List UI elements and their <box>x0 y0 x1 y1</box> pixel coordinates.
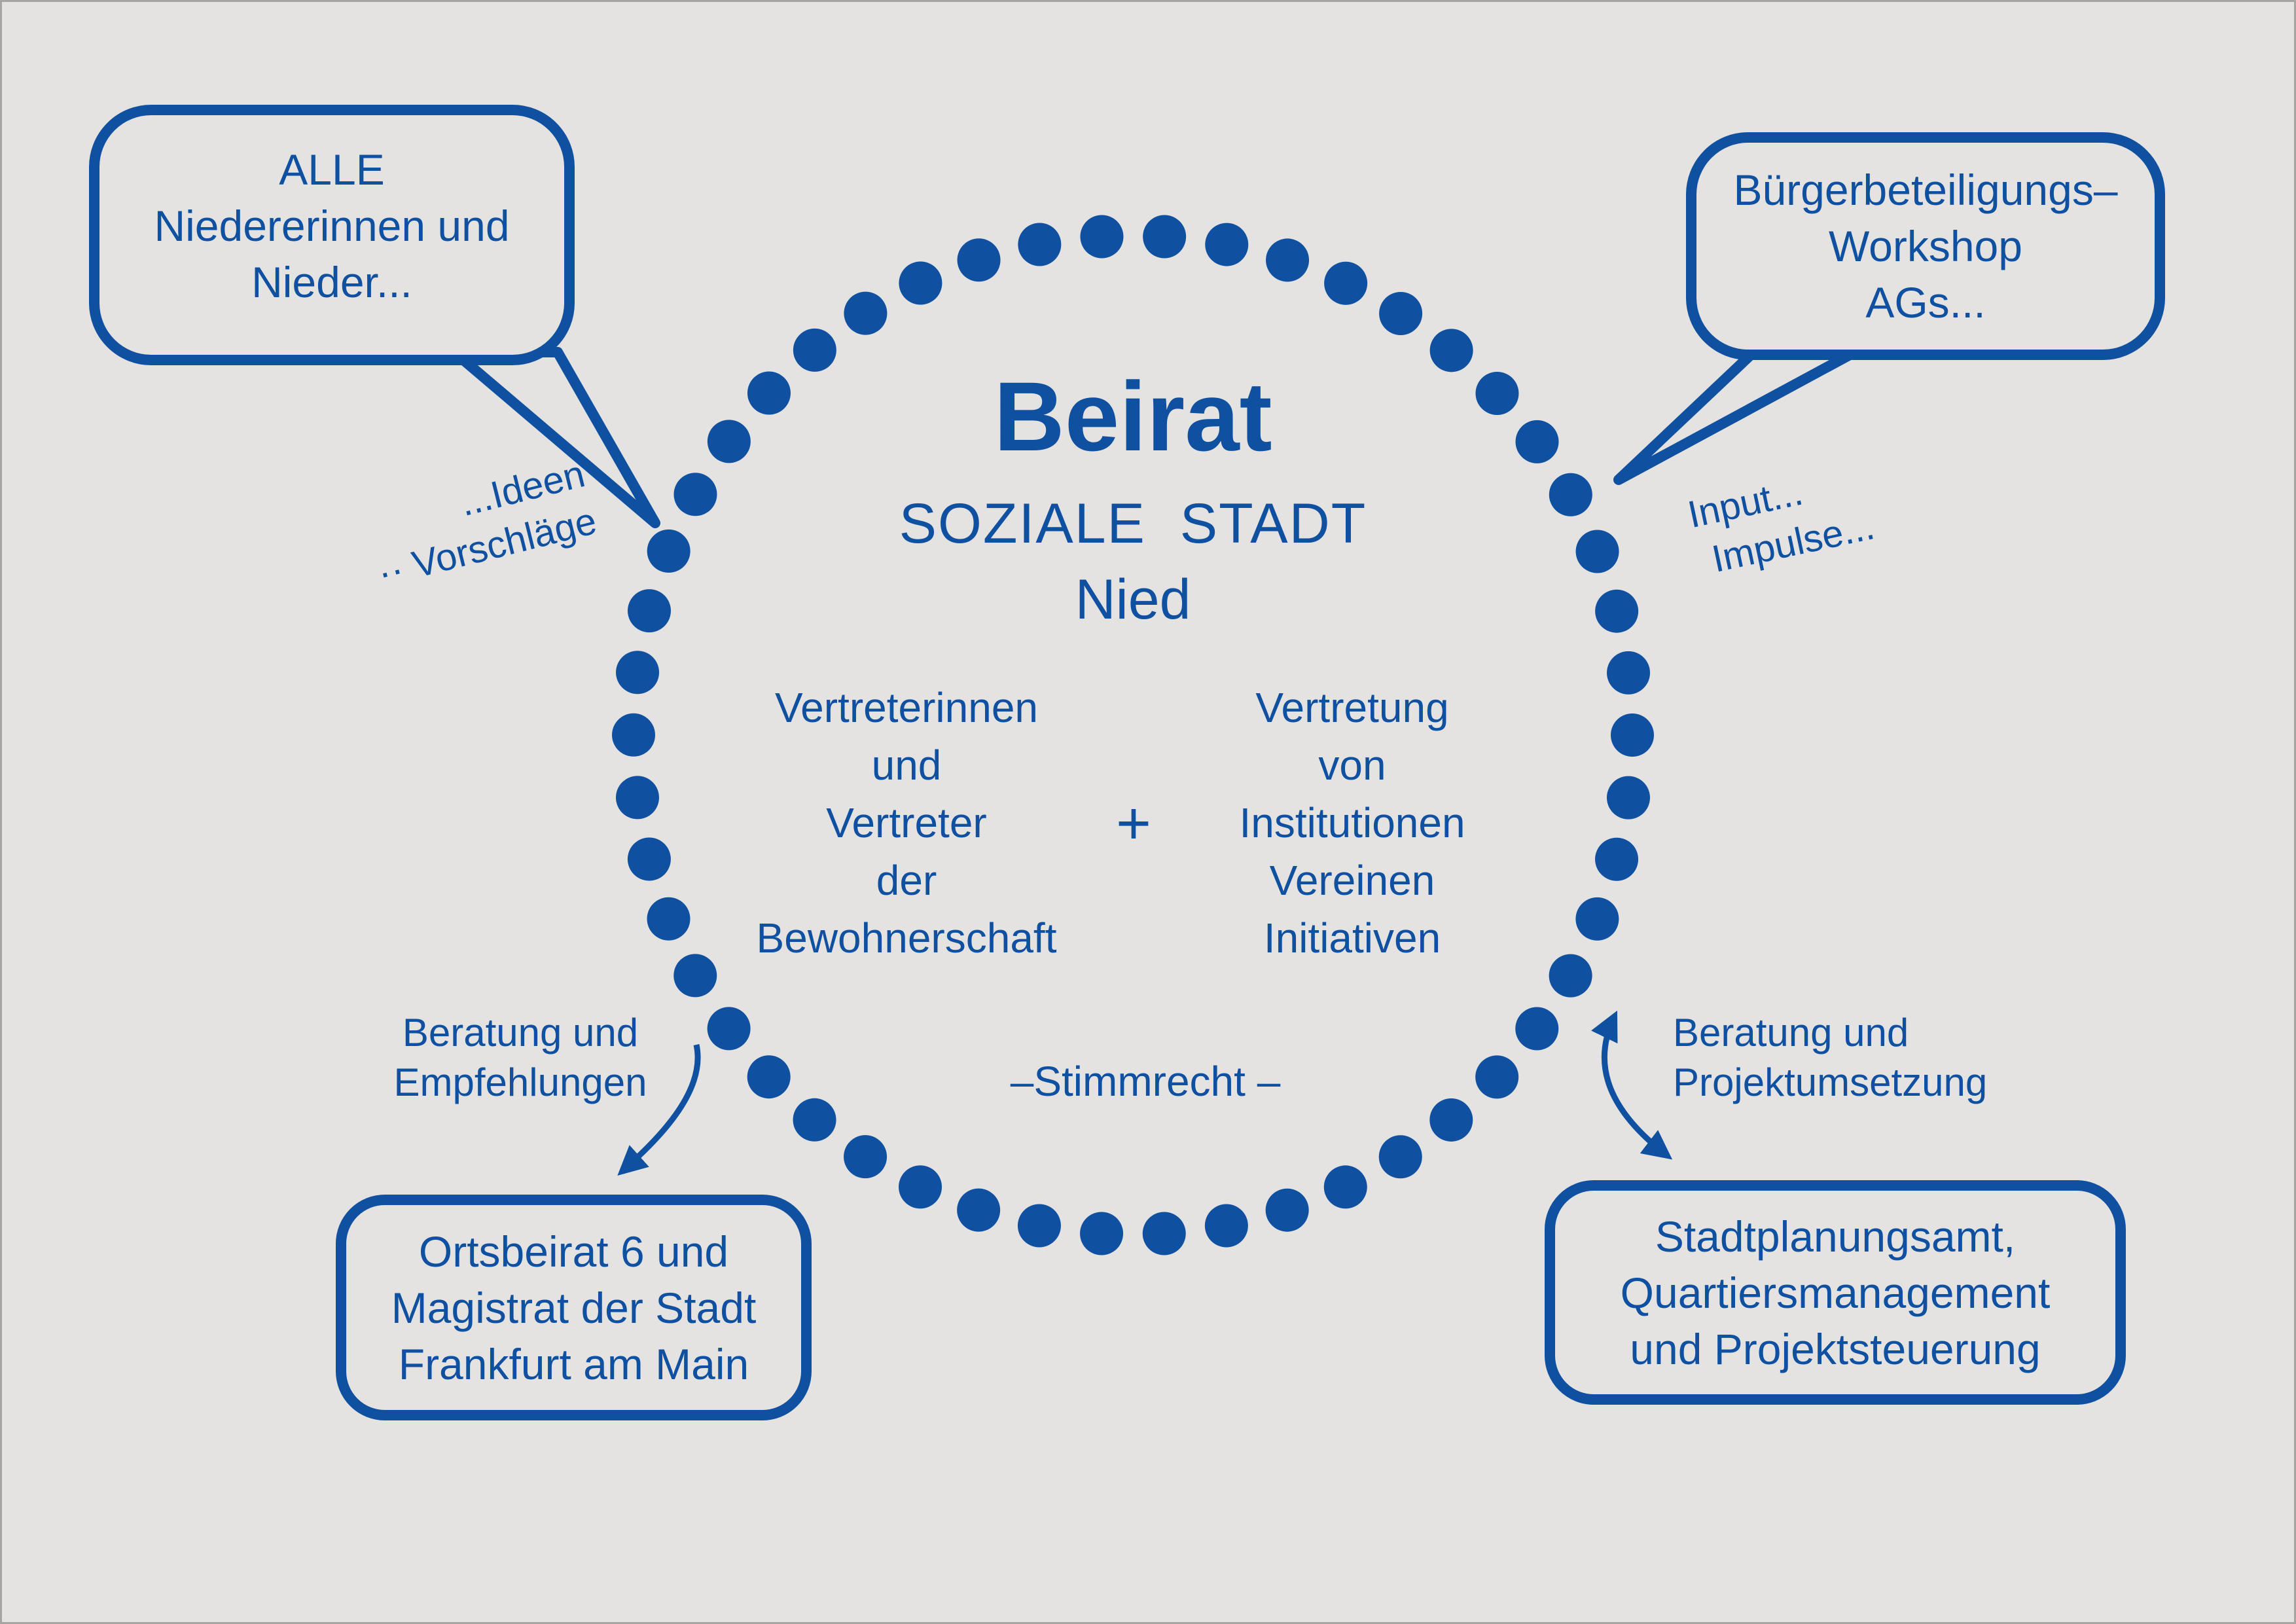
institutions-line: Vereinen <box>1269 857 1435 904</box>
bubble-line: AGs... <box>1865 278 1986 327</box>
residents-line: und <box>871 742 942 789</box>
box-ortsbeirat: Ortsbeirat 6 und Magistrat der Stadt Fra… <box>336 1195 812 1420</box>
residents-line: Bewohnerschaft <box>756 914 1057 962</box>
advice-line: Projektumsetzung <box>1673 1060 1988 1104</box>
institutions-line: Initiativen <box>1263 914 1441 962</box>
dotted-circle <box>612 214 1654 1256</box>
box-line: Stadtplanungsamt, <box>1655 1212 2016 1261</box>
bubble-line: Workshop <box>1829 222 2022 270</box>
bubble-line: Niedererinnen und <box>154 202 510 250</box>
advice-left-label: Beratung und Empfehlungen <box>389 1008 651 1108</box>
speech-tail-top-right <box>1613 339 1874 485</box>
institutions-line: Institutionen <box>1239 799 1465 846</box>
plus-sign: + <box>1116 790 1151 857</box>
residents-line: Vertreterinnen <box>774 684 1039 731</box>
institutions-group: Vertretung von Institutionen Vereinen In… <box>1123 679 1581 967</box>
residents-line: der <box>876 857 937 904</box>
advice-line: Empfehlungen <box>393 1060 647 1104</box>
advice-line: Beratung und <box>1673 1011 1909 1055</box>
speech-bubble-top-right: Bürgerbeteiligungs– Workshop AGs... <box>1686 132 2165 360</box>
circle-subtitle-1: SOZIALE STADT <box>899 492 1367 555</box>
bubble-line: Bürgerbeteiligungs– <box>1733 166 2118 214</box>
box-line: Magistrat der Stadt <box>391 1283 757 1332</box>
residents-group: Vertreterinnen und Vertreter der Bewohne… <box>677 679 1136 967</box>
box-line: und Projektsteuerung <box>1630 1324 2041 1373</box>
circle-subtitle-2: Nied <box>1075 568 1191 631</box>
institutions-line: von <box>1318 742 1386 789</box>
curved-arrow-left <box>617 1044 701 1176</box>
box-line: Quartiersmanagement <box>1620 1268 2051 1317</box>
curved-arrow-right <box>1591 1010 1673 1160</box>
voting-note: –Stimmrecht – <box>1010 1058 1281 1105</box>
bubble-line: ALLE <box>279 145 385 194</box>
advice-line: Beratung und <box>402 1011 639 1055</box>
residents-line: Vertreter <box>826 799 987 846</box>
box-stadtplanungsamt: Stadtplanungsamt, Quartiersmanagement un… <box>1545 1180 2126 1405</box>
box-line: Ortsbeirat 6 und <box>418 1227 729 1276</box>
institutions-line: Vertretung <box>1255 684 1449 731</box>
circle-title: Beirat <box>994 361 1272 471</box>
bubble-line: Nieder... <box>251 258 412 306</box>
box-line: Frankfurt am Main <box>398 1339 749 1388</box>
speech-bubble-top-left: ALLE Niedererinnen und Nieder... <box>89 105 575 365</box>
advice-right-label: Beratung und Projektumsetzung <box>1673 1008 2013 1108</box>
